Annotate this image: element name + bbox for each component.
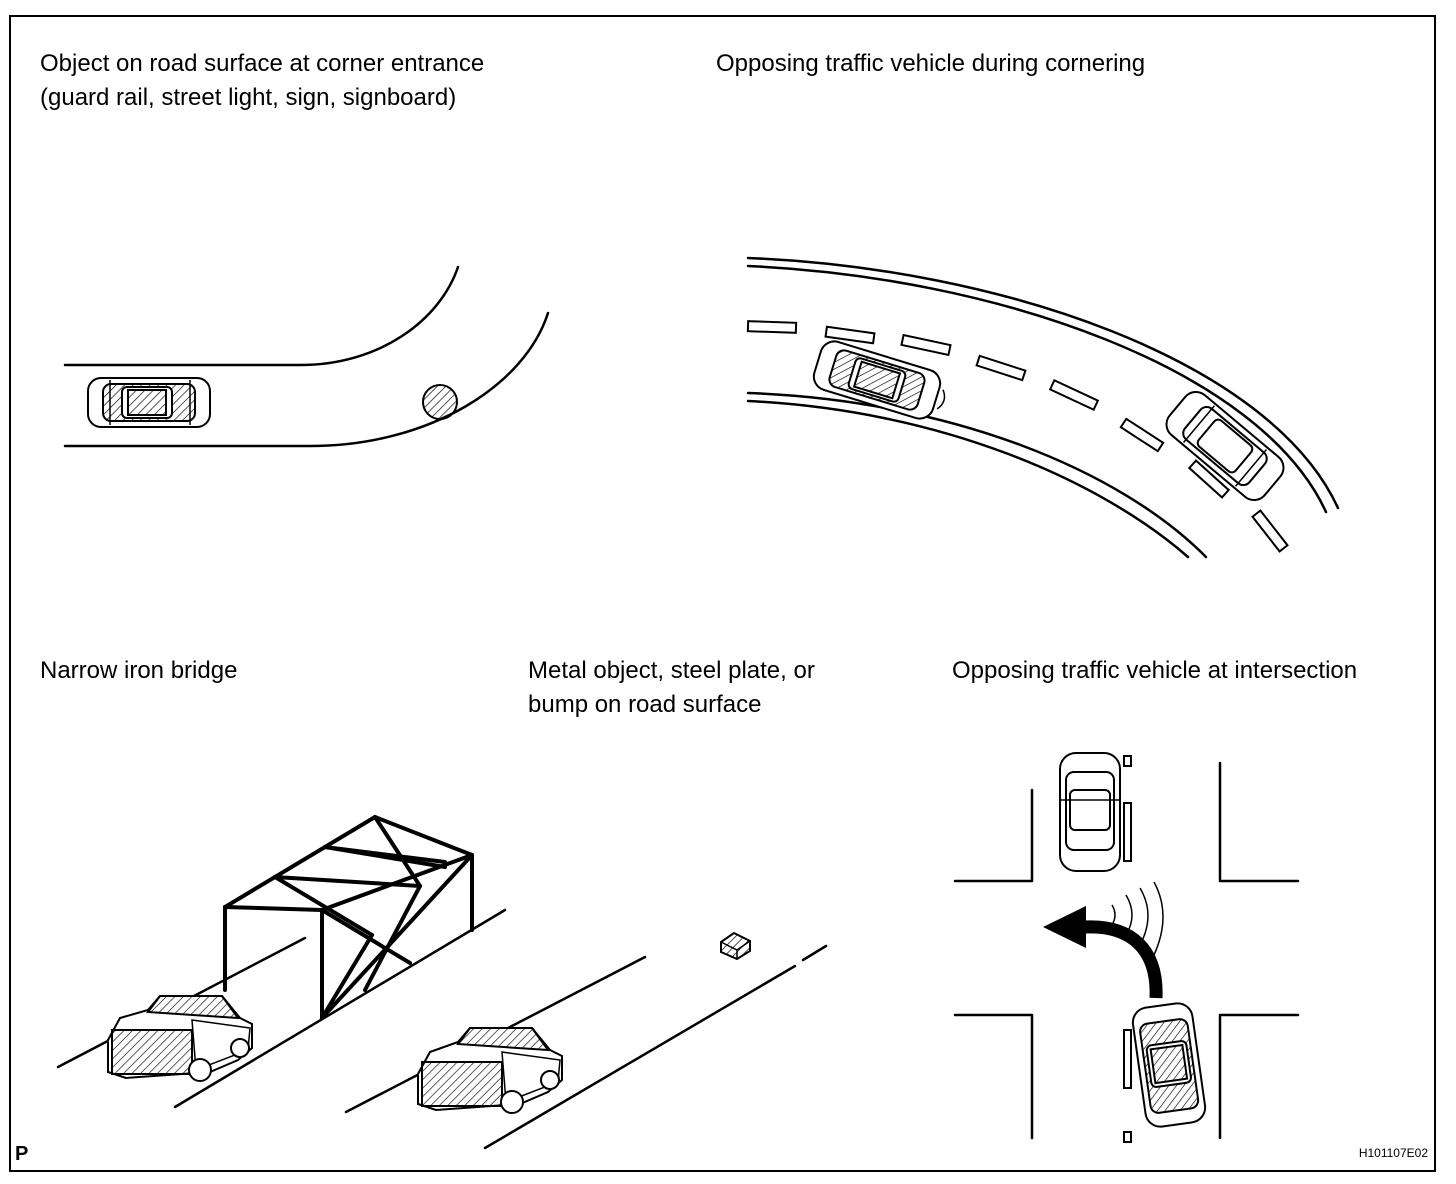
own-vehicle-car	[812, 340, 946, 420]
caption-intersection: Opposing traffic vehicle at intersection	[952, 657, 1358, 684]
caption-corner-entrance-line1: Object on road surface at corner entranc…	[40, 50, 485, 77]
curb-top-left	[953, 788, 1034, 883]
caption-iron-bridge: Narrow iron bridge	[40, 657, 238, 684]
curb-bottom-right	[1218, 1013, 1300, 1140]
road-edge-right	[483, 964, 797, 1150]
corner-letter: P	[15, 1143, 29, 1165]
road-edge-outer-line2	[746, 264, 1328, 514]
roadside-object-marker	[422, 384, 458, 420]
road-edge-outer-line1	[746, 256, 1340, 510]
opposing-vehicle-car	[1165, 390, 1285, 502]
cornering-illustration	[746, 256, 1340, 559]
metal-object-illustration	[344, 931, 828, 1150]
caption-corner-entrance: Object on road surface at corner entranc…	[40, 47, 484, 115]
corner-entrance-illustration	[63, 265, 550, 448]
own-vehicle-car	[87, 377, 211, 428]
own-vehicle-car	[107, 995, 253, 1082]
intersection-illustration	[953, 752, 1300, 1143]
curb-bottom-left	[953, 1013, 1034, 1140]
opposing-vehicle-car	[1059, 752, 1121, 872]
caption-cornering: Opposing traffic vehicle during cornerin…	[716, 50, 1146, 77]
figure-code: H101107E02	[1358, 1146, 1428, 1160]
lane-center-dashes	[746, 320, 1289, 553]
left-turn-arrow-icon	[1043, 906, 1163, 999]
road-edge-inner-line2	[746, 399, 1190, 559]
road-edge-inner-line1	[746, 391, 1208, 559]
caption-metal-object-line1: Metal object, steel plate, or	[528, 657, 815, 684]
iron-bridge-truss	[223, 815, 474, 1020]
curb-top-right	[1218, 761, 1300, 883]
caption-metal-object: Metal object, steel plate, or bump on ro…	[528, 654, 815, 722]
own-vehicle-car	[417, 1027, 563, 1114]
road-outer-edge	[63, 311, 550, 448]
lane-divider-marks	[1123, 755, 1132, 1143]
iron-bridge-illustration	[56, 815, 507, 1109]
caption-metal-object-line2: bump on road surface	[528, 691, 762, 718]
road-inner-edge	[63, 265, 460, 367]
road-edge-right	[173, 908, 507, 1109]
own-vehicle-car	[1131, 1002, 1207, 1128]
caption-corner-entrance-line2: (guard rail, street light, sign, signboa…	[40, 84, 457, 111]
metal-plate-object	[720, 931, 751, 961]
motion-lines	[1111, 881, 1164, 956]
diagram-frame	[9, 15, 1436, 1172]
